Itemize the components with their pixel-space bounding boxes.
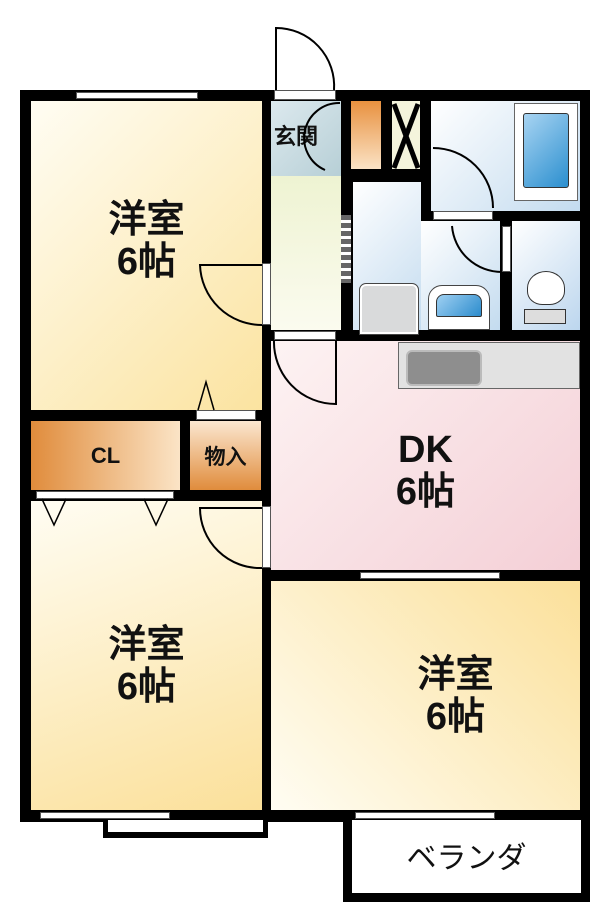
door-frame (262, 263, 271, 325)
bath-door-frame (433, 211, 493, 220)
kitchen-counter (398, 342, 580, 389)
room-bedroom-bottom-left: 洋室 6帖 (31, 501, 262, 810)
room-name: 洋室 (108, 623, 185, 666)
room-name: 洋室 (417, 653, 494, 696)
toilet-door-frame (502, 226, 511, 272)
veranda: ベランダ (343, 820, 590, 902)
room-name: ベランダ (406, 841, 527, 875)
window (360, 572, 500, 579)
hallway (271, 176, 341, 330)
vent (341, 215, 351, 283)
closet-doors (36, 491, 174, 499)
room-name: CL (90, 442, 121, 468)
bathtub-water (523, 113, 569, 188)
wash-basin (428, 285, 490, 330)
room-name: 玄関 (274, 124, 319, 149)
washing-machine (359, 283, 419, 335)
toilet-tank (524, 309, 566, 324)
room-name: 洋室 (108, 198, 185, 241)
room-bedroom-bottom-right: 洋室 6帖 (271, 581, 580, 810)
room-size: 6帖 (425, 695, 486, 738)
storage-x (392, 101, 420, 169)
window (76, 92, 198, 99)
storage-door (196, 410, 256, 420)
shoe-cabinet (351, 101, 381, 169)
basin-bowl (436, 294, 482, 317)
window (40, 812, 170, 819)
bay-window (103, 820, 268, 838)
door-frame (274, 331, 336, 340)
room-size: 6帖 (395, 470, 456, 513)
sink-icon (406, 350, 482, 386)
entrance-door-frame (274, 90, 336, 100)
entrance-door-swing (275, 26, 336, 91)
window (355, 812, 495, 819)
room-name: DK (398, 428, 453, 471)
room-size: 6帖 (116, 240, 177, 283)
bay-window-inner (108, 820, 263, 832)
room-bedroom-top-left: 洋室 6帖 (31, 101, 262, 410)
room-size: 6帖 (116, 665, 177, 708)
bathtub (514, 103, 578, 201)
toilet-icon (527, 271, 565, 305)
room-storage: 物入 (190, 421, 261, 490)
door-frame (262, 506, 271, 568)
room-name: 物入 (204, 445, 247, 469)
room-closet: CL (31, 421, 180, 490)
room-entrance: 玄関 (271, 101, 341, 176)
